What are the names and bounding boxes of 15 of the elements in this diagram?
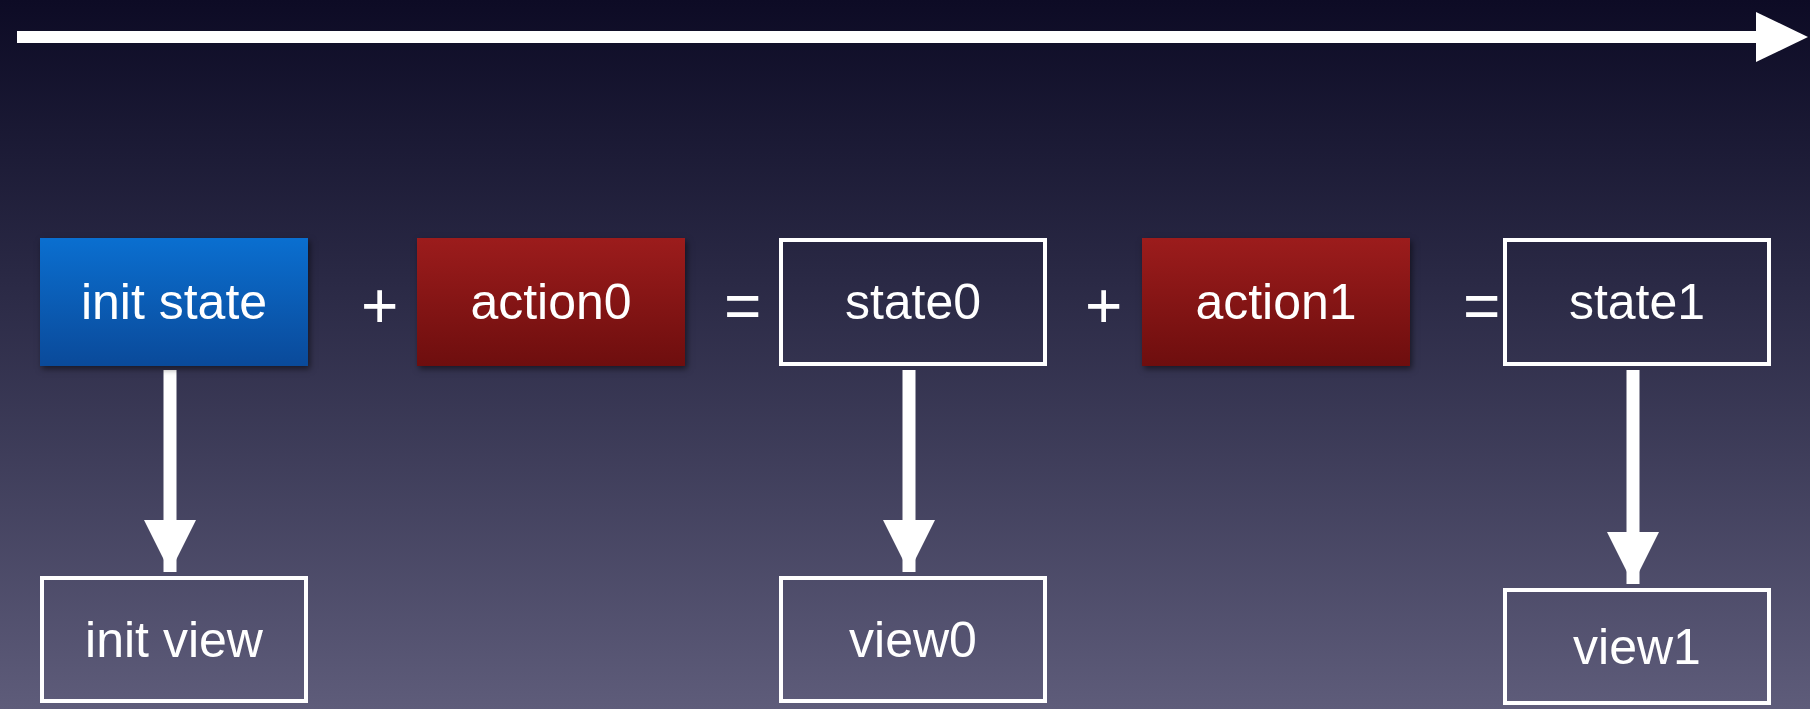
filled-box: action0 — [417, 238, 685, 366]
outlined-box: state0 — [779, 238, 1047, 366]
filled-box: action1 — [1142, 238, 1410, 366]
outlined-box: init view — [40, 576, 308, 703]
outlined-box: view1 — [1503, 588, 1771, 705]
arrow — [883, 370, 935, 572]
operator-sign: = — [724, 274, 762, 338]
arrow — [144, 370, 196, 572]
operator-sign: = — [1463, 274, 1501, 338]
outlined-box: view0 — [779, 576, 1047, 703]
operator-sign: + — [361, 274, 399, 338]
arrow — [1607, 370, 1659, 584]
filled-box: init state — [40, 238, 308, 366]
operator-sign: + — [1085, 274, 1123, 338]
outlined-box: state1 — [1503, 238, 1771, 366]
